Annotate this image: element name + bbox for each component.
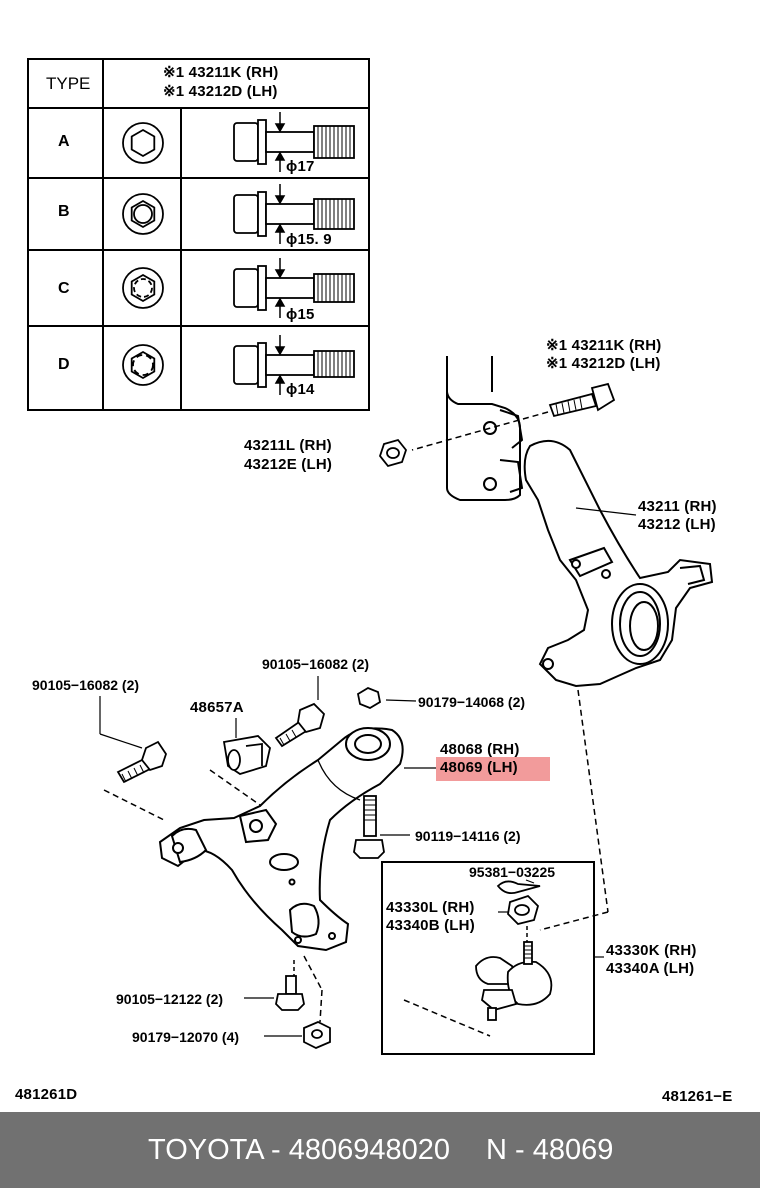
- table-row-diameter-c: ϕ15: [286, 306, 315, 323]
- label-nut-mid[interactable]: 90179−14068 (2): [418, 694, 526, 710]
- label-ball-nut-lh[interactable]: 43340B (LH): [386, 917, 475, 934]
- diagram-code-right: 481261−E: [662, 1088, 733, 1105]
- table-row-diameter-b: ϕ15. 9: [286, 231, 332, 248]
- label-ball-joint-rh[interactable]: 43330K (RH): [606, 942, 697, 959]
- label-ball-joint-lh[interactable]: 43340A (LH): [606, 960, 695, 977]
- table-header-type: TYPE: [46, 74, 91, 93]
- footer-reference: N - 48069: [486, 1134, 614, 1166]
- table-header-part-lh: ※1 43212D (LH): [163, 83, 278, 100]
- label-arm-lh-highlighted[interactable]: 48069 (LH): [436, 757, 550, 781]
- label-ball-nut-rh[interactable]: 43330L (RH): [386, 899, 475, 916]
- label-nut-lh[interactable]: 43212E (LH): [244, 456, 333, 473]
- table-row-type-b: B: [58, 203, 70, 220]
- table-row-type-d: D: [58, 356, 70, 373]
- label-bolt-mid[interactable]: 90105−16082 (2): [262, 656, 370, 672]
- label-bolt-vertical[interactable]: 90119−14116 (2): [415, 828, 521, 844]
- label-nut-rh[interactable]: 43211L (RH): [244, 437, 332, 454]
- label-arm-rh[interactable]: 48068 (RH): [440, 741, 520, 758]
- table-header-part-rh: ※1 43211K (RH): [163, 64, 279, 81]
- footer-bar: TOYOTA - 4806948020 N - 48069: [0, 1112, 760, 1188]
- label-cotter-pin[interactable]: 95381−03225: [469, 864, 556, 880]
- label-knuckle-rh[interactable]: 43211 (RH): [638, 498, 717, 515]
- label-knuckle-lh[interactable]: 43212 (LH): [638, 516, 716, 533]
- table-row-type-c: C: [58, 280, 70, 297]
- label-bracket[interactable]: 48657A: [190, 699, 244, 716]
- label-bolt-top-lh[interactable]: ※1 43212D (LH): [546, 355, 661, 372]
- label-bolt-left[interactable]: 90105−16082 (2): [32, 677, 140, 693]
- footer-brand-part-number: TOYOTA - 4806948020: [148, 1134, 451, 1166]
- label-bolt-top-rh[interactable]: ※1 43211K (RH): [546, 337, 662, 354]
- table-row-diameter-d: ϕ14: [286, 381, 315, 398]
- table-row-diameter-a: ϕ17: [286, 158, 315, 175]
- diagram-code-left: 481261D: [15, 1086, 78, 1103]
- label-bolt-bottom[interactable]: 90105−12122 (2): [116, 991, 224, 1007]
- parts-diagram: [27, 58, 714, 1055]
- table-row-type-a: A: [58, 133, 70, 150]
- label-nut-bottom[interactable]: 90179−12070 (4): [132, 1029, 240, 1045]
